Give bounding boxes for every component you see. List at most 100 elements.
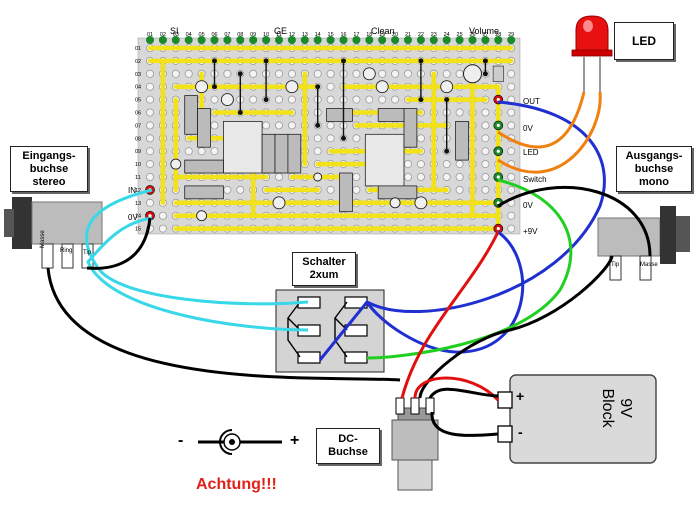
board-hole — [507, 121, 516, 130]
output-pin-label-tip: Tip — [611, 262, 620, 268]
pad-out-hole — [496, 98, 500, 102]
board-hole — [481, 108, 490, 117]
board-hole — [507, 185, 516, 194]
column-marker — [429, 36, 438, 44]
board-hole — [184, 147, 193, 156]
column-number: 28 — [495, 32, 501, 38]
column-marker — [442, 36, 451, 44]
pad-label-in: IN — [128, 186, 136, 195]
column-number: 10 — [263, 32, 269, 38]
board-hole — [391, 69, 400, 78]
board-hole — [481, 134, 490, 143]
board-hole — [352, 185, 361, 194]
dc-polarity-symbol — [198, 429, 282, 455]
jack-pin-tip — [609, 255, 622, 281]
board-hole — [326, 69, 335, 78]
row-number: 15 — [135, 227, 141, 233]
column-marker — [352, 36, 361, 44]
resistor — [377, 185, 418, 200]
solder-point — [315, 122, 321, 128]
battery-terminal-minus — [497, 425, 513, 443]
column-marker — [223, 36, 232, 44]
column-number: 03 — [173, 32, 179, 38]
output-jack-label: Ausgangs- buchse mono — [625, 149, 683, 188]
board-hole — [352, 69, 361, 78]
board-hole — [403, 160, 412, 169]
column-number: 23 — [431, 32, 437, 38]
solder-point — [263, 58, 269, 64]
solder-point — [482, 71, 488, 77]
pad-label-0v-left: 0V — [128, 213, 138, 222]
board-hole — [352, 95, 361, 104]
ic-chip — [364, 133, 405, 187]
board-hole — [210, 121, 219, 130]
column-marker — [391, 36, 400, 44]
board-components — [170, 58, 504, 222]
board-hole — [326, 134, 335, 143]
column-number: 27 — [482, 32, 488, 38]
column-marker — [455, 36, 464, 44]
column-marker — [313, 36, 322, 44]
column-number: 29 — [508, 32, 514, 38]
board-hole — [507, 224, 516, 233]
board-hole — [145, 82, 154, 91]
pad-label-led: LED — [523, 148, 539, 157]
wire-red-battery — [413, 376, 500, 402]
column-marker — [184, 36, 193, 44]
column-number: 13 — [302, 32, 308, 38]
row-number: 14 — [135, 214, 141, 220]
dc-jack-label-box: DC- Buchse — [316, 428, 380, 464]
resistor — [261, 133, 276, 174]
led-label: LED — [632, 33, 656, 48]
row-number: 01 — [135, 46, 141, 52]
switch-lug — [344, 351, 368, 364]
column-marker — [158, 36, 167, 44]
solder-point — [341, 135, 346, 141]
column-number: 12 — [289, 32, 295, 38]
jack-pin-ring — [61, 243, 74, 269]
board-hole — [326, 95, 335, 104]
battery-plus-label: + — [516, 388, 525, 404]
column-marker — [494, 36, 503, 44]
board-hole — [197, 147, 206, 156]
column-marker — [146, 36, 154, 44]
jack-nut — [4, 209, 14, 237]
board-hole — [416, 134, 425, 143]
board-hole — [481, 147, 490, 156]
column-marker — [416, 36, 425, 44]
capacitor — [389, 197, 401, 209]
board-hole — [416, 172, 425, 181]
capacitor — [272, 196, 286, 210]
solder-point — [482, 58, 488, 64]
column-marker — [210, 36, 219, 44]
transistor — [285, 80, 299, 94]
resistor — [287, 133, 302, 174]
pad-label-0v-2: 0V — [523, 201, 533, 210]
wire-black-input-masse — [86, 217, 152, 270]
column-number: 14 — [315, 32, 321, 38]
resistor — [184, 185, 224, 200]
board-hole — [145, 95, 154, 104]
wire-green — [366, 178, 573, 360]
board-hole — [365, 95, 374, 104]
board-hole — [287, 121, 296, 130]
resistor — [455, 121, 469, 161]
column-number: 22 — [418, 32, 424, 38]
switch-label-box: Schalter 2xum — [292, 252, 356, 286]
board-hole — [287, 69, 296, 78]
resistor — [403, 108, 418, 148]
column-marker — [197, 36, 206, 44]
row-number: 13 — [135, 201, 141, 207]
board-hole — [378, 95, 387, 104]
resistor — [184, 95, 198, 135]
resistor — [339, 172, 353, 213]
column-marker — [287, 36, 296, 44]
solder-point — [418, 58, 424, 64]
output-pin-label-masse: Masse — [640, 262, 658, 268]
jack-nut — [676, 216, 690, 252]
dc-lug — [425, 397, 435, 415]
board-hole — [326, 82, 335, 91]
row-number: 04 — [135, 85, 141, 91]
capacitor — [313, 172, 323, 182]
